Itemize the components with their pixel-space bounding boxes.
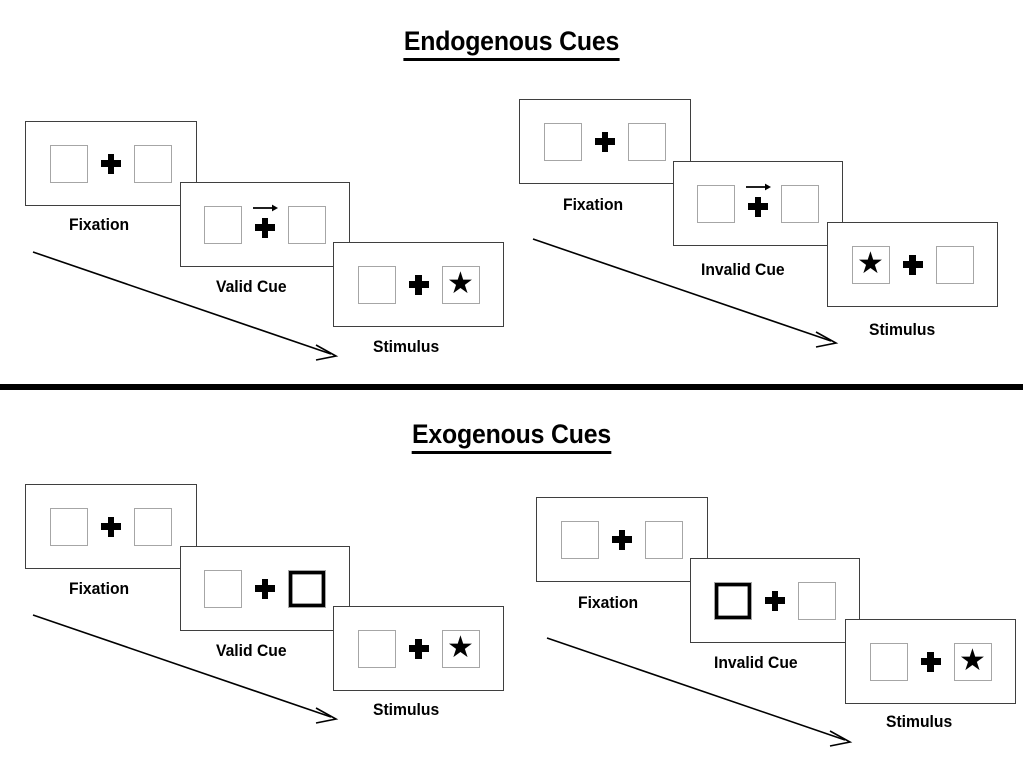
frame-exogenous-valid-fixation	[25, 484, 197, 569]
stage-label-stimulus: Stimulus	[886, 713, 953, 731]
right-placeholder-box	[935, 245, 974, 284]
right-target-box: ★	[953, 642, 992, 681]
left-cued-box	[714, 581, 752, 620]
section-title-endogenous: Endogenous Cues	[41, 26, 982, 61]
fixation-cross-icon	[748, 196, 768, 217]
stimulus-row: ★	[846, 642, 1015, 681]
stage-label-stimulus: Stimulus	[373, 701, 440, 719]
frame-exogenous-invalid-fixation	[536, 497, 708, 582]
left-placeholder-box	[869, 642, 908, 681]
left-placeholder-box	[561, 520, 599, 559]
right-placeholder-box	[781, 184, 819, 223]
frame-endogenous-invalid-cue	[673, 161, 843, 246]
fixation-cross-icon	[101, 153, 121, 174]
left-placeholder-box	[204, 205, 242, 244]
stage-label-fixation: Fixation	[69, 580, 130, 598]
star-target-icon: ★	[447, 630, 474, 664]
star-target-icon: ★	[959, 643, 986, 677]
stage-label-valid-cue: Valid Cue	[216, 642, 287, 660]
stage-label-invalid-cue: Invalid Cue	[701, 261, 785, 279]
right-placeholder-box	[798, 581, 836, 620]
stimulus-row	[181, 204, 349, 244]
left-placeholder-box	[357, 629, 396, 668]
section-title-endogenous-text: Endogenous Cues	[403, 26, 619, 61]
frame-exogenous-invalid-cue	[690, 558, 860, 643]
central-cue-group	[746, 183, 771, 217]
section-title-exogenous: Exogenous Cues	[41, 419, 982, 454]
star-target-icon: ★	[857, 246, 884, 280]
section-title-exogenous-text: Exogenous Cues	[412, 419, 611, 454]
fixation-cross-icon	[920, 651, 941, 672]
stage-label-fixation: Fixation	[563, 196, 624, 214]
left-placeholder-box	[697, 184, 735, 223]
fixation-cross-icon	[408, 274, 429, 295]
arrow-right-icon	[746, 183, 771, 190]
stage-label-stimulus: Stimulus	[373, 338, 440, 356]
stimulus-row: ★	[334, 629, 503, 668]
left-placeholder-box	[544, 122, 582, 161]
stage-label-valid-cue: Valid Cue	[216, 278, 287, 296]
stimulus-row	[537, 520, 707, 559]
right-placeholder-box	[134, 507, 172, 546]
frame-exogenous-valid-stimulus: ★	[333, 606, 504, 691]
stimulus-row	[181, 569, 349, 608]
fixation-cross-icon	[612, 529, 632, 550]
right-placeholder-box	[645, 520, 683, 559]
right-cued-box	[288, 569, 326, 608]
right-placeholder-box	[134, 144, 172, 183]
frame-endogenous-valid-fixation	[25, 121, 197, 206]
fixation-cross-icon	[101, 516, 121, 537]
time-arrow-endogenous-valid	[32, 251, 339, 361]
left-placeholder-box	[204, 569, 242, 608]
stimulus-row	[520, 122, 690, 161]
fixation-cross-icon	[902, 254, 923, 275]
right-target-box: ★	[441, 265, 480, 304]
stimulus-row: ★	[828, 245, 997, 284]
right-target-box: ★	[441, 629, 480, 668]
right-placeholder-box	[628, 122, 666, 161]
stimulus-row	[691, 581, 859, 620]
fixation-cross-icon	[765, 590, 785, 611]
frame-endogenous-invalid-fixation	[519, 99, 691, 184]
left-placeholder-box	[50, 144, 88, 183]
frame-exogenous-valid-cue	[180, 546, 350, 631]
right-placeholder-box	[288, 205, 326, 244]
left-placeholder-box	[50, 507, 88, 546]
left-target-box: ★	[851, 245, 890, 284]
left-placeholder-box	[357, 265, 396, 304]
star-target-icon: ★	[447, 266, 474, 300]
stage-label-fixation: Fixation	[578, 594, 639, 612]
fixation-cross-icon	[408, 638, 429, 659]
frame-endogenous-invalid-stimulus: ★	[827, 222, 998, 307]
fixation-cross-icon	[595, 131, 615, 152]
section-divider	[0, 384, 1023, 390]
stage-label-fixation: Fixation	[69, 216, 130, 234]
stimulus-row	[674, 183, 842, 223]
frame-exogenous-invalid-stimulus: ★	[845, 619, 1016, 704]
stage-label-invalid-cue: Invalid Cue	[714, 654, 798, 672]
time-arrow-endogenous-invalid	[532, 238, 839, 348]
time-arrow-exogenous-invalid	[546, 637, 853, 747]
arrow-right-icon	[253, 204, 278, 211]
central-cue-group	[253, 204, 278, 238]
frame-endogenous-valid-stimulus: ★	[333, 242, 504, 327]
stimulus-row	[26, 144, 196, 183]
fixation-cross-icon	[255, 217, 275, 238]
stage-label-stimulus: Stimulus	[869, 321, 936, 339]
stimulus-row	[26, 507, 196, 546]
time-arrow-exogenous-valid	[32, 614, 339, 724]
stimulus-row: ★	[334, 265, 503, 304]
fixation-cross-icon	[255, 578, 275, 599]
frame-endogenous-valid-cue	[180, 182, 350, 267]
